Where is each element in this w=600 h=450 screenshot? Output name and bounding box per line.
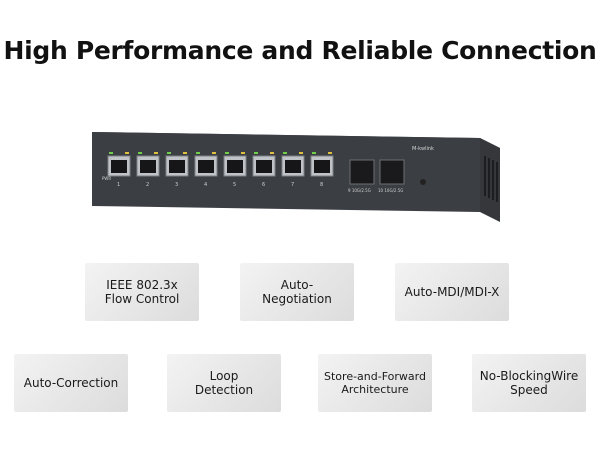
port-number-label: 3 (175, 182, 178, 188)
sfp-label-9: 9 10G/2.5G (348, 188, 371, 193)
rj45-port: 2 (136, 152, 160, 188)
port-number-label: 1 (117, 182, 120, 188)
feature-card-auto-correction: Auto-Correction (14, 354, 128, 412)
sfp-label-10: 10 10G/2.5G (378, 188, 403, 193)
rj45-port: 7 (281, 152, 305, 188)
side-vents (484, 156, 498, 202)
rj45-ports: 1 2 3 4 5 6 7 8 (107, 152, 334, 188)
feature-label: Auto-MDI/MDI-X (404, 285, 500, 299)
feature-card-flow-control: IEEE 802.3x Flow Control (85, 263, 199, 321)
feature-card-auto-negotiation: Auto- Negotiation (240, 263, 354, 321)
rj45-port: 6 (252, 152, 276, 188)
feature-label: IEEE 802.3x Flow Control (104, 278, 180, 306)
port-number-label: 2 (146, 182, 149, 188)
page-title: High Performance and Reliable Connection (3, 36, 597, 65)
feature-label: Auto- Negotiation (262, 278, 332, 306)
rj45-port: 4 (194, 152, 218, 188)
reset-button (420, 179, 426, 185)
port-number-label: 6 (262, 182, 265, 188)
rj45-port: 8 (310, 152, 334, 188)
network-switch-image: 1 2 3 4 5 6 7 8 M-kwlink PWR 9 10G/2.5G 10 10G/… (92, 132, 500, 222)
feature-label: No-BlockingWire Speed (479, 369, 579, 397)
port-number-label: 4 (204, 182, 207, 188)
port-number-label: 7 (291, 182, 294, 188)
rj45-port: 1 (107, 152, 131, 188)
port-number-label: 5 (233, 182, 236, 188)
sfp-port-10 (379, 159, 405, 185)
brand-label: M-kwlink (412, 146, 434, 152)
pwr-label: PWR (102, 176, 111, 181)
rj45-port: 3 (165, 152, 189, 188)
feature-label: Store-and-Forward Architecture (324, 370, 426, 396)
feature-card-wire-speed: No-BlockingWire Speed (472, 354, 586, 412)
rj45-port: 5 (223, 152, 247, 188)
feature-card-loop-detection: Loop Detection (167, 354, 281, 412)
port-number-label: 8 (320, 182, 323, 188)
feature-card-auto-mdi: Auto-MDI/MDI-X (395, 263, 509, 321)
sfp-port-9 (349, 159, 375, 185)
feature-label: Loop Detection (194, 369, 254, 397)
feature-label: Auto-Correction (23, 376, 119, 390)
feature-card-store-and-forward: Store-and-Forward Architecture (318, 354, 432, 412)
